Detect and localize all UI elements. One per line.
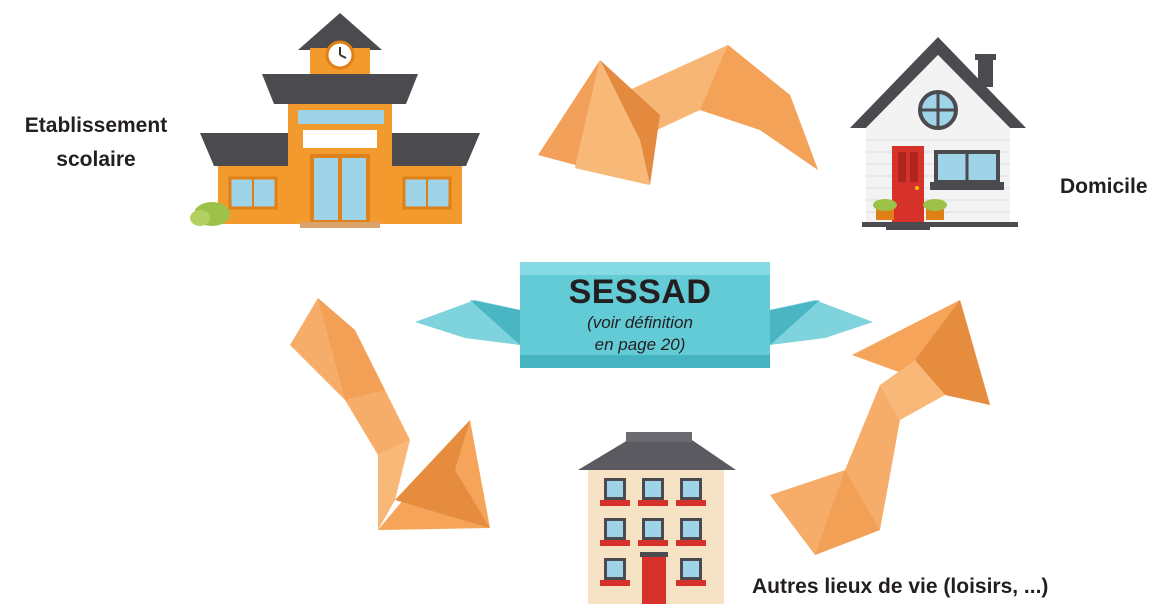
- apartment-building-icon: [578, 432, 736, 604]
- arrow-school-to-other: [290, 298, 490, 530]
- arrow-home-to-school: [538, 45, 818, 185]
- school-building-icon: [190, 13, 480, 228]
- label-school-line1: Etablissement: [24, 114, 168, 137]
- house-icon: [850, 37, 1026, 230]
- banner-text: SESSAD (voir définition en page 20): [520, 272, 760, 356]
- arrow-other-to-home: [770, 300, 990, 555]
- label-school: Etablissement scolaire: [6, 109, 186, 177]
- label-other-places: Autres lieux de vie (loisirs, ...): [752, 575, 1049, 598]
- label-home: Domicile: [1060, 175, 1148, 198]
- banner-subtitle-line1: (voir définition: [587, 313, 693, 332]
- banner-title: SESSAD: [568, 273, 712, 311]
- banner-subtitle-line2: en page 20): [594, 335, 686, 354]
- label-school-line2: scolaire: [56, 148, 136, 171]
- sessad-banner: [415, 262, 873, 368]
